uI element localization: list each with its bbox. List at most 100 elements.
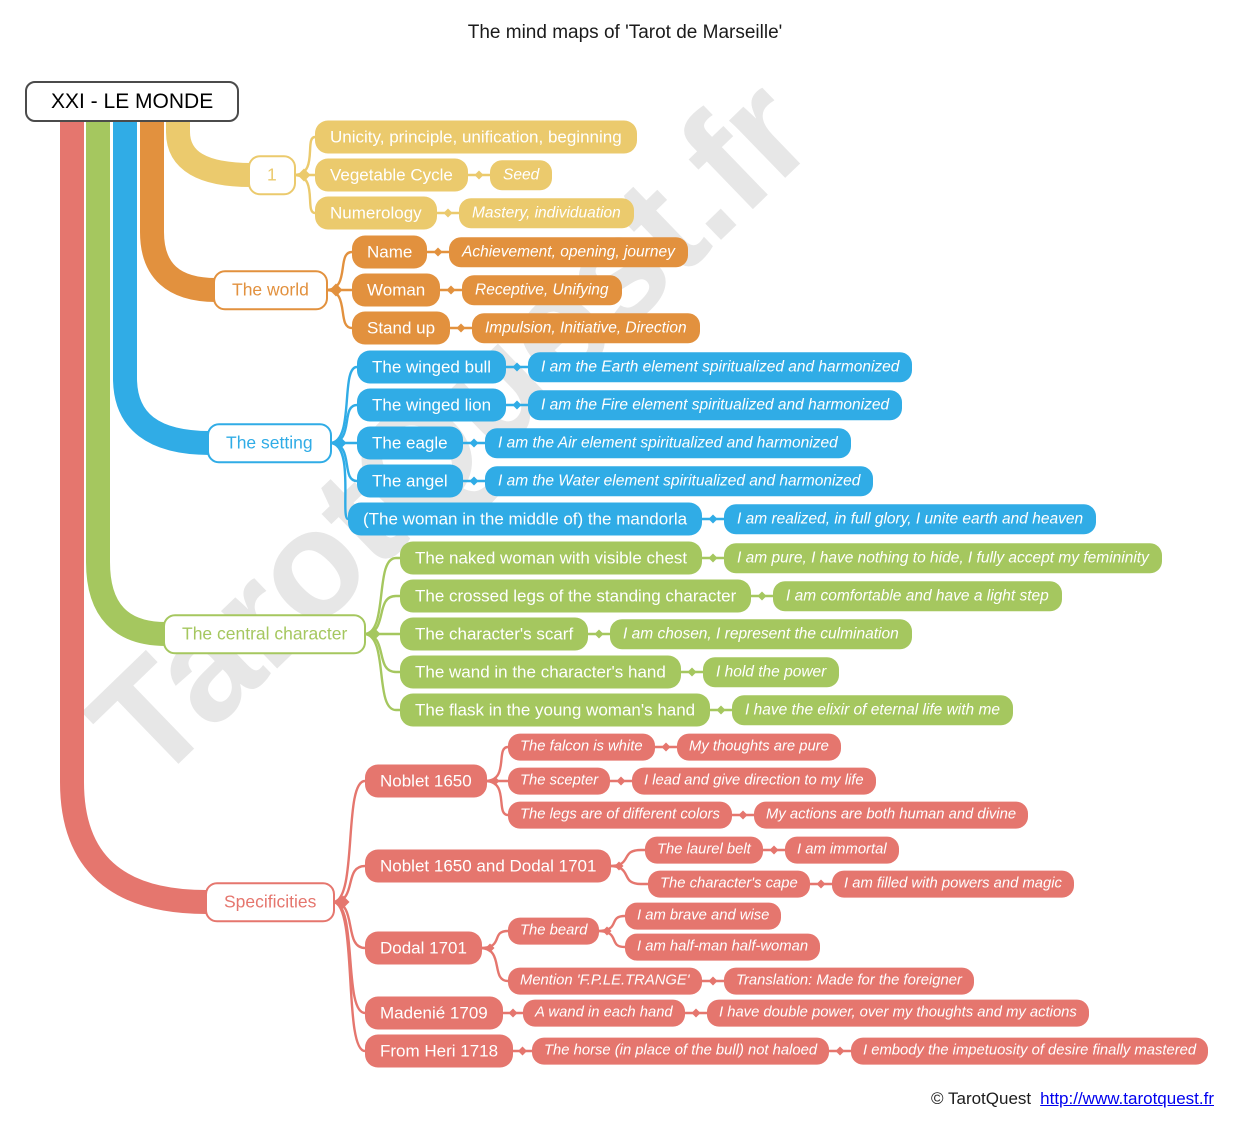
connector xyxy=(332,900,367,950)
map-node: I am brave and wise xyxy=(625,902,782,930)
map-node: I am pure, I have nothing to hide, I ful… xyxy=(724,543,1162,573)
connector-diamond xyxy=(661,742,671,752)
map-node: Noblet 1650 and Dodal 1701 xyxy=(365,849,612,883)
connector-diamond xyxy=(518,1046,527,1056)
map-node: Woman xyxy=(352,273,441,307)
map-node: I am the Air element spiritualized and h… xyxy=(485,428,851,458)
map-node: The winged lion xyxy=(357,388,507,422)
connector xyxy=(332,900,367,1053)
trunk-blue xyxy=(113,114,211,455)
map-node: Translation: Made for the foreigner xyxy=(724,967,974,995)
diagram-title: The mind maps of 'Tarot de Marseille' xyxy=(467,22,783,43)
connector-diamond xyxy=(336,895,350,909)
map-node: The angel xyxy=(357,464,463,498)
map-node: Stand up xyxy=(352,311,451,345)
connector xyxy=(293,135,317,177)
map-node: The character's scarf xyxy=(400,617,589,651)
copyright-text: © TarotQuest xyxy=(931,1089,1032,1108)
connector xyxy=(596,914,627,933)
connector-diamond xyxy=(443,208,453,218)
root-node-xxi-le-monde: XXI - LE MONDE xyxy=(25,81,240,123)
connector xyxy=(484,745,510,783)
connector-diamond xyxy=(816,879,826,889)
map-node: The crossed legs of the standing charact… xyxy=(400,579,752,613)
connector xyxy=(293,173,317,215)
connector xyxy=(608,864,650,886)
map-node: My actions are both human and divine xyxy=(754,801,1029,829)
connector-diamond xyxy=(508,1008,518,1018)
branch-node-the-world: The world xyxy=(213,270,328,310)
connector-diamond xyxy=(456,323,466,333)
connector-diamond xyxy=(490,776,500,786)
map-node: The wand in the character's hand xyxy=(400,655,681,689)
map-node: The flask in the young woman's hand xyxy=(400,693,711,727)
map-node: I am comfortable and have a light step xyxy=(773,581,1062,611)
connector xyxy=(325,288,354,330)
connector-diamond xyxy=(708,553,718,563)
connector-diamond xyxy=(708,976,718,986)
connector xyxy=(329,441,350,521)
map-node: The winged bull xyxy=(357,350,507,384)
connector xyxy=(479,946,510,983)
trunk-yellow xyxy=(166,114,252,187)
map-node: Mastery, individuation xyxy=(459,198,634,228)
map-node: The character's cape xyxy=(648,870,810,898)
map-node: Madenié 1709 xyxy=(365,996,503,1030)
map-node: Vegetable Cycle xyxy=(315,158,468,192)
map-node: I lead and give direction to my life xyxy=(632,767,876,795)
connector xyxy=(608,848,647,868)
map-node: I am the Fire element spiritualized and … xyxy=(528,390,903,420)
connector-diamond xyxy=(512,362,522,372)
map-node: I have the elixir of eternal life with m… xyxy=(732,695,1014,725)
footer: © TarotQuest http://www.tarotquest.fr xyxy=(931,1089,1214,1109)
connector-diamond xyxy=(738,810,748,820)
connector-diamond xyxy=(446,285,456,295)
map-node: I am filled with powers and magic xyxy=(832,870,1074,898)
map-node: I am chosen, I represent the culmination xyxy=(610,619,912,649)
connector xyxy=(332,864,367,904)
map-node: I hold the power xyxy=(703,657,840,687)
map-node: Impulsion, Initiative, Direction xyxy=(472,313,700,343)
map-node: Noblet 1650 xyxy=(365,764,487,798)
branch-node-the-setting: The setting xyxy=(207,423,332,463)
map-node: The laurel belt xyxy=(645,836,763,864)
branch-node-the-central-character: The central character xyxy=(163,614,367,654)
connector-diamond xyxy=(297,168,311,182)
map-node: I have double power, over my thoughts an… xyxy=(707,999,1089,1027)
trunk-orange xyxy=(140,114,217,302)
map-node: Numerology xyxy=(315,196,437,230)
map-node: I am realized, in full glory, I unite ea… xyxy=(724,504,1097,534)
connector xyxy=(363,632,402,674)
connector xyxy=(484,779,510,817)
connector xyxy=(363,594,402,636)
map-node: Name xyxy=(352,235,428,269)
connector-diamond xyxy=(469,476,479,486)
map-node: The eagle xyxy=(357,426,463,460)
connector-diamond xyxy=(367,627,381,641)
map-node: My thoughts are pure xyxy=(677,733,841,761)
map-node: I am the Water element spiritualized and… xyxy=(485,466,874,496)
connector-diamond xyxy=(614,861,624,871)
trunk-red xyxy=(60,114,207,914)
map-node: From Heri 1718 xyxy=(365,1034,514,1068)
map-node: The naked woman with visible chest xyxy=(400,541,703,575)
map-node: Dodal 1701 xyxy=(365,931,482,965)
map-node: The beard xyxy=(508,917,600,945)
connector-diamond xyxy=(433,247,443,257)
connector-diamond xyxy=(333,436,347,450)
connector-diamond xyxy=(329,283,343,297)
tarotquest-link[interactable]: http://www.tarotquest.fr xyxy=(1040,1089,1214,1108)
connector-diamond xyxy=(769,845,779,855)
map-node: Receptive, Unifying xyxy=(462,275,622,305)
map-node: Seed xyxy=(490,160,553,190)
connector xyxy=(479,929,510,950)
map-node: The legs are of different colors xyxy=(508,801,732,829)
connector-diamond xyxy=(594,629,604,639)
branch-node-1: 1 xyxy=(248,155,296,195)
connector xyxy=(325,250,354,292)
connector-diamond xyxy=(474,170,484,180)
connector-diamond xyxy=(469,438,479,448)
map-node: Unicity, principle, unification, beginni… xyxy=(315,120,637,154)
map-node: Mention 'F.P.LE.TRANGE' xyxy=(508,967,702,995)
